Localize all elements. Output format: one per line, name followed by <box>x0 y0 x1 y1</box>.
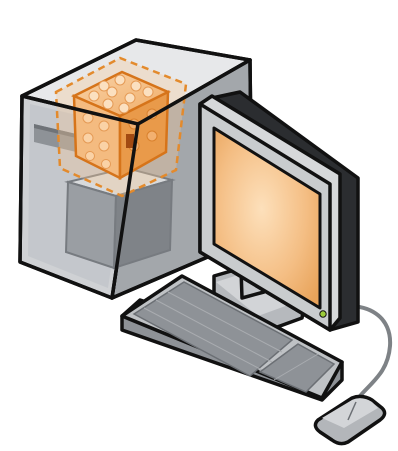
power-led <box>320 311 326 317</box>
cpu-connector <box>126 134 134 148</box>
drive-front <box>66 182 116 268</box>
mouse <box>315 396 384 443</box>
